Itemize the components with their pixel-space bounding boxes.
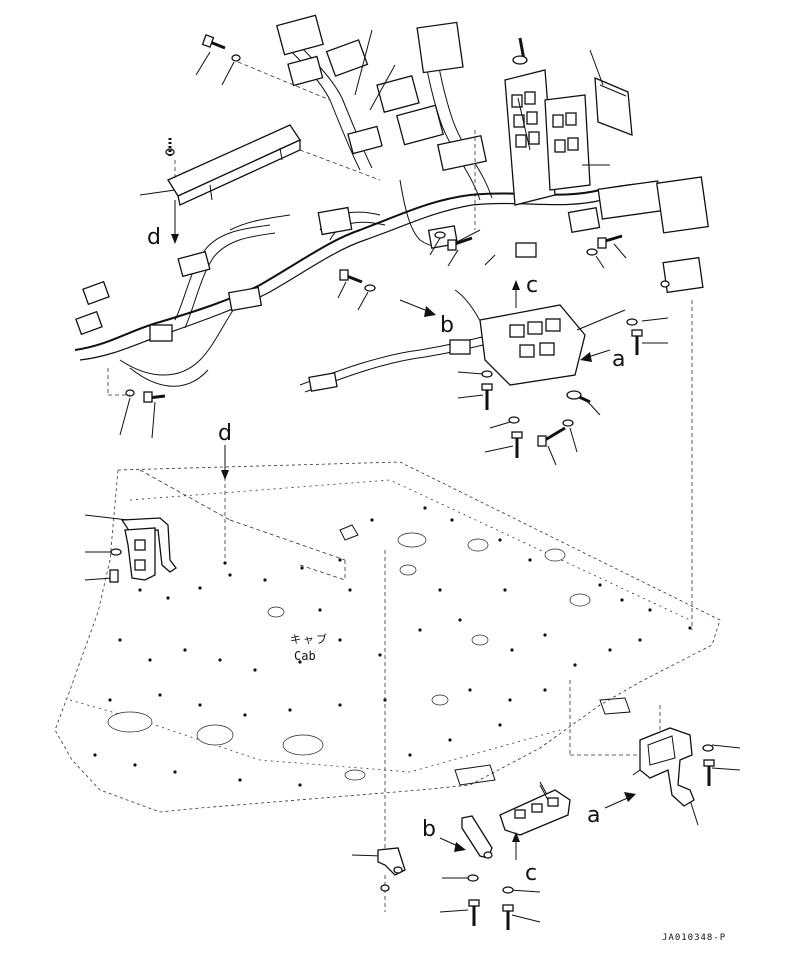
- fasteners-upper: [125, 34, 670, 458]
- label-c-lower: c: [525, 861, 537, 886]
- connector-cluster-top: [276, 14, 487, 172]
- washer-icon: [481, 370, 493, 378]
- label-d-upper: d: [147, 225, 161, 250]
- label-b-lower: b: [422, 817, 436, 842]
- bolt-icon: [512, 37, 528, 65]
- drawing-code: JA010348-P: [662, 933, 726, 943]
- bolt-icon: [468, 899, 480, 926]
- bolt-icon: [502, 904, 514, 930]
- washer-icon: [508, 416, 520, 424]
- bolt-icon: [447, 236, 473, 251]
- washer-icon: [562, 419, 574, 427]
- label-card: [594, 76, 633, 136]
- label-d-lower: d: [218, 421, 232, 446]
- bolt-icon: [339, 269, 363, 284]
- label-b-upper: b: [440, 313, 454, 338]
- washer-icon: [231, 54, 241, 62]
- washer-icon: [626, 318, 638, 326]
- bolt-icon: [511, 431, 523, 458]
- washer-icon: [586, 248, 598, 256]
- wire-harness-assembly: [74, 14, 709, 393]
- bracket-right-a: [632, 727, 715, 807]
- bolt-icon: [597, 234, 623, 249]
- bracket-lower-c: [499, 784, 571, 836]
- washer-icon: [434, 231, 446, 239]
- connector-cluster-left: [75, 206, 353, 342]
- assembly-alignment-lines: [107, 61, 693, 850]
- washer-icon: [660, 280, 670, 288]
- washer-icon: [467, 874, 479, 882]
- cab-label-english: Cab: [294, 649, 316, 663]
- floor-holes: [93, 506, 692, 787]
- washer-icon: [364, 284, 376, 292]
- label-a-upper: a: [612, 347, 625, 372]
- washer-icon: [502, 886, 514, 894]
- bracket-lower-b: [461, 815, 493, 859]
- cab-floor-plate: [54, 461, 721, 813]
- label-c-upper: c: [526, 273, 538, 298]
- washer-icon: [125, 389, 135, 397]
- bolt-icon: [566, 390, 591, 404]
- arrows: [171, 200, 636, 860]
- harness-cover-channel: [167, 124, 301, 206]
- fasteners-lower: [467, 874, 514, 930]
- bolt-icon: [201, 34, 226, 50]
- connector-cluster-right: [567, 176, 709, 294]
- bolt-icon: [537, 426, 566, 447]
- bolt-icon: [481, 383, 493, 410]
- label-a-lower: a: [587, 803, 600, 828]
- relay-panel: [504, 69, 591, 206]
- bolt-icon: [143, 391, 166, 403]
- harness-junction-block: [479, 304, 586, 386]
- bracket-left: [109, 517, 177, 583]
- cab-label-japanese: キャブ: [290, 632, 329, 646]
- bolt-icon: [631, 329, 643, 355]
- bracket-lower-d: [377, 847, 406, 912]
- leader-lines: [84, 29, 741, 923]
